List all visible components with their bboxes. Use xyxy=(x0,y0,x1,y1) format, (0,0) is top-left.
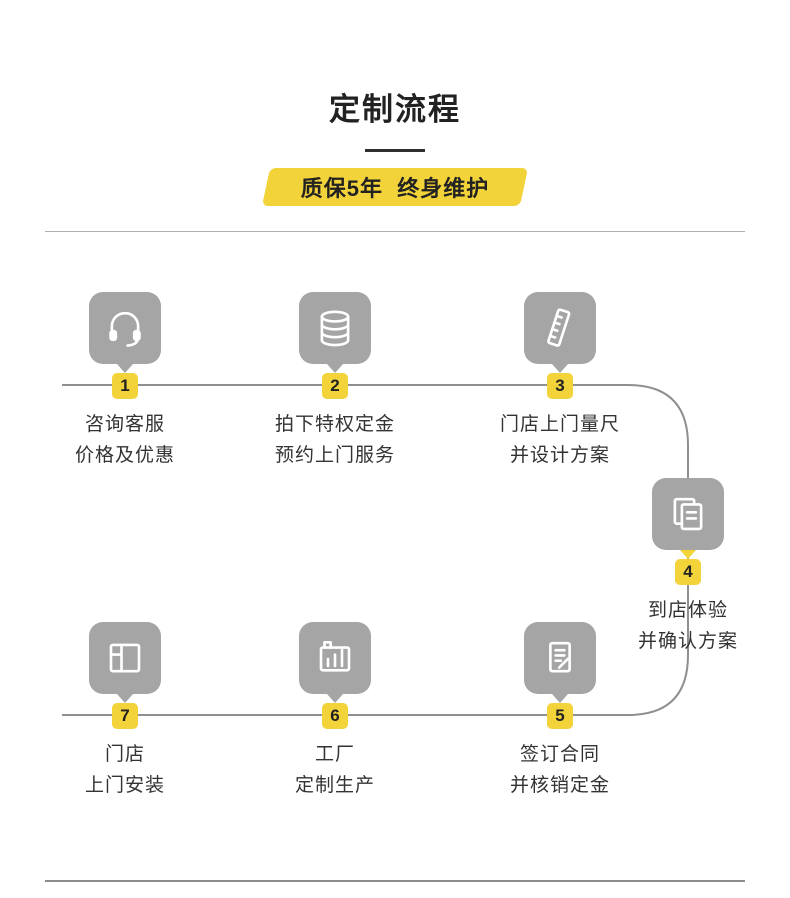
step-2-label: 拍下特权定金 预约上门服务 xyxy=(275,409,395,471)
documents-icon xyxy=(652,478,724,550)
step-4-number: 4 xyxy=(675,559,701,585)
headset-icon xyxy=(89,292,161,364)
step-3-number: 3 xyxy=(547,373,573,399)
step-5-label-line1: 签订合同 xyxy=(519,744,600,765)
step-6-pointer xyxy=(327,694,343,703)
step-1-number: 1 xyxy=(112,373,138,399)
step-6-label: 工厂 定制生产 xyxy=(295,739,375,801)
top-divider xyxy=(45,231,745,232)
step-5-label: 签订合同 并核销定金 xyxy=(510,739,610,801)
ruler-icon xyxy=(524,292,596,364)
step-1-label: 咨询客服 价格及优惠 xyxy=(75,409,175,471)
warranty-badge-text: 质保5年 终身维护 xyxy=(300,176,490,201)
page-title: 定制流程 xyxy=(329,92,461,127)
step-4-label: 到店体验 并确认方案 xyxy=(638,595,738,657)
coins-icon xyxy=(299,292,371,364)
step-7-number: 7 xyxy=(112,703,138,729)
step-1-label-line1: 咨询客服 xyxy=(84,414,165,435)
step-6-label-line2: 定制生产 xyxy=(294,775,375,796)
step-3-label-line1: 门店上门量尺 xyxy=(499,414,620,435)
step-6-number: 6 xyxy=(322,703,348,729)
step-4-label-line2: 并确认方案 xyxy=(637,631,738,652)
warranty-badge: 质保5年 终身维护 xyxy=(261,168,529,206)
step-5-label-line2: 并核销定金 xyxy=(509,775,610,796)
step-1: 1 咨询客服 价格及优惠 xyxy=(25,292,225,471)
step-2: 2 拍下特权定金 预约上门服务 xyxy=(235,292,435,471)
step-2-label-line1: 拍下特权定金 xyxy=(274,414,395,435)
step-5: 5 签订合同 并核销定金 xyxy=(460,622,660,801)
step-7-label-line1: 门店 xyxy=(104,744,145,765)
step-7-pointer xyxy=(117,694,133,703)
cabinet-icon xyxy=(89,622,161,694)
step-2-pointer xyxy=(327,364,343,373)
step-4-pointer xyxy=(680,550,696,559)
factory-icon xyxy=(299,622,371,694)
step-6: 6 工厂 定制生产 xyxy=(235,622,435,801)
step-7-label-line2: 上门安装 xyxy=(84,775,165,796)
step-7-label: 门店 上门安装 xyxy=(85,739,165,801)
step-5-pointer xyxy=(552,694,568,703)
step-4-label-line1: 到店体验 xyxy=(647,600,728,621)
step-2-number: 2 xyxy=(322,373,348,399)
step-3-label: 门店上门量尺 并设计方案 xyxy=(500,409,620,471)
step-4: 4 到店体验 并确认方案 xyxy=(588,478,788,657)
step-3: 3 门店上门量尺 并设计方案 xyxy=(460,292,660,471)
step-5-number: 5 xyxy=(547,703,573,729)
step-1-label-line2: 价格及优惠 xyxy=(74,445,175,466)
step-3-label-line2: 并设计方案 xyxy=(509,445,610,466)
step-1-pointer xyxy=(117,364,133,373)
title-underline xyxy=(365,149,425,152)
step-3-pointer xyxy=(552,364,568,373)
step-7: 7 门店 上门安装 xyxy=(25,622,225,801)
step-6-label-line1: 工厂 xyxy=(314,744,355,765)
contract-icon xyxy=(524,622,596,694)
step-2-label-line2: 预约上门服务 xyxy=(274,445,395,466)
bottom-divider xyxy=(45,880,745,882)
